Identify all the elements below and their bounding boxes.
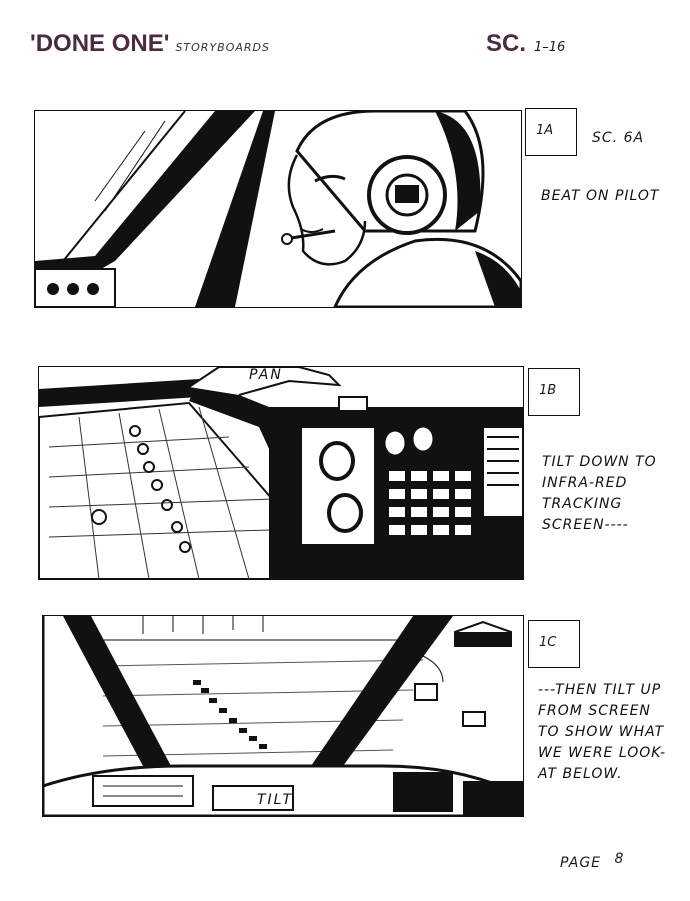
panel-number: 1C: [539, 635, 557, 650]
panel-1b-number-box: 1B: [528, 368, 580, 416]
panel-1a-description: BEAT ON PILOT: [541, 188, 660, 204]
panel-1b-description: TILT DOWN TO INFRA-RED TRACKING SCREEN--…: [542, 454, 657, 533]
scene-heading: SC. 1–16: [486, 30, 565, 58]
storyboard-title: 'DONE ONE' STORYBOARDS: [30, 30, 270, 58]
tracking-screen-sketch: [39, 367, 523, 579]
panel-1a-frame: [34, 110, 522, 308]
panel-number: 1B: [539, 383, 557, 398]
panel-number: 1A: [536, 123, 554, 138]
pilot-sketch: [35, 111, 521, 307]
panel-1c-description: ---THEN TILT UP FROM SCREEN TO SHOW WHAT…: [538, 682, 667, 782]
panel-1b-camera-cue: PAN: [249, 367, 283, 383]
document-type: STORYBOARDS: [175, 41, 270, 54]
view-below-sketch: [43, 616, 523, 816]
scene-range: 1–16: [534, 40, 566, 55]
page-number: 8: [614, 851, 625, 867]
project-title: 'DONE ONE': [30, 30, 170, 57]
panel-1b-frame: PAN: [38, 366, 524, 580]
panel-1c-camera-cue: TILT: [257, 792, 294, 808]
page-footer: PAGE 8: [560, 851, 624, 871]
scene-label: SC.: [486, 30, 527, 57]
page-label: PAGE: [560, 855, 602, 871]
panel-1a-number-box: 1A: [525, 108, 577, 156]
panel-1a-scene-ref: SC. 6A: [592, 130, 645, 146]
panel-1c-number-box: 1C: [528, 620, 580, 668]
panel-1c-frame: TILT: [42, 615, 524, 817]
